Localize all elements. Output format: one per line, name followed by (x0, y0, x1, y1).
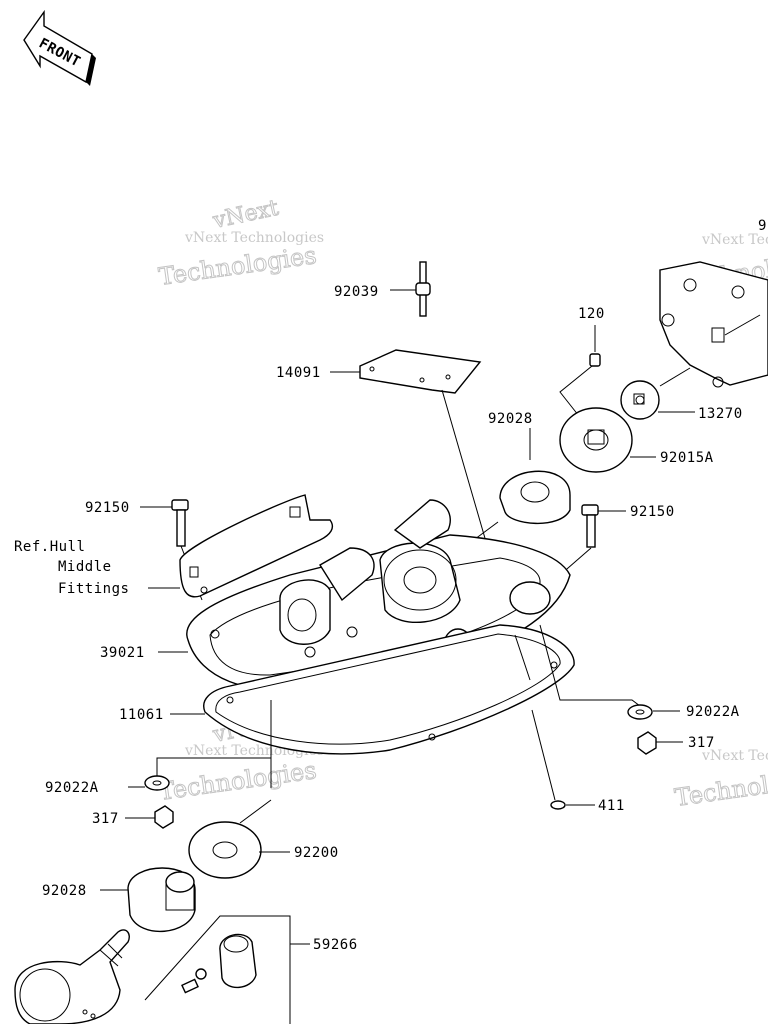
part-411-washer (550, 800, 595, 810)
watermark-text: vNext Technologies (701, 232, 768, 248)
watermark-text-outline: Technologies (157, 241, 318, 291)
label-39021: 39021 (100, 645, 145, 661)
front-arrow-icon: FRONT (23, 9, 96, 86)
label-92022A-left: 92022A (45, 780, 99, 796)
label-92022A-right: 92022A (686, 704, 740, 720)
label-92200: 92200 (294, 845, 339, 861)
part-13270-plate (620, 367, 695, 420)
label-317-right: 317 (688, 735, 715, 751)
label-ref-hull-line1: Ref.Hull (14, 539, 85, 555)
label-92028-bottom: 92028 (42, 883, 87, 899)
label-ref-hull-line2: Middle (58, 559, 112, 575)
watermark-text-outline: Technologies (673, 762, 768, 812)
label-92028-top: 92028 (488, 411, 533, 427)
watermark-text-outline: vNext (210, 196, 281, 234)
watermark-text: vNext Technologies (184, 230, 324, 246)
part-92028-top-cap (439, 428, 571, 566)
watermark-text: vNext Technologies (701, 748, 768, 764)
label-11061: 11061 (119, 707, 164, 723)
part-92022A-right-washer (627, 704, 680, 720)
part-92028-bottom-cap (100, 867, 196, 933)
watermark-text-outline: Technologies (157, 756, 318, 806)
part-14091-plate (330, 349, 501, 591)
label-59266: 59266 (313, 937, 358, 953)
label-cut-off: 9 (758, 218, 767, 234)
part-bottom-shaft (14, 929, 130, 1024)
part-92150-right-bolt (559, 504, 626, 576)
label-317-left: 317 (92, 811, 119, 827)
part-left-bracket (179, 494, 334, 598)
part-top-right-bracket (659, 261, 768, 388)
label-13270: 13270 (698, 406, 743, 422)
label-92150-left: 92150 (85, 500, 130, 516)
part-92200-washer (188, 799, 290, 879)
part-317-right-nut (637, 731, 683, 755)
part-92022A-left-washer (128, 757, 271, 791)
label-92039: 92039 (334, 284, 379, 300)
part-11061-gasket (170, 624, 641, 801)
part-317-left-nut (125, 805, 174, 829)
part-59266-kit (144, 915, 310, 1024)
label-92015A: 92015A (660, 450, 714, 466)
part-92039-pin (390, 261, 431, 317)
label-120: 120 (578, 306, 605, 322)
label-411: 411 (598, 798, 625, 814)
label-92150-right: 92150 (630, 504, 675, 520)
part-92015A-ring (559, 407, 656, 473)
label-14091: 14091 (276, 365, 321, 381)
label-ref-hull-line3: Fittings (58, 581, 129, 597)
